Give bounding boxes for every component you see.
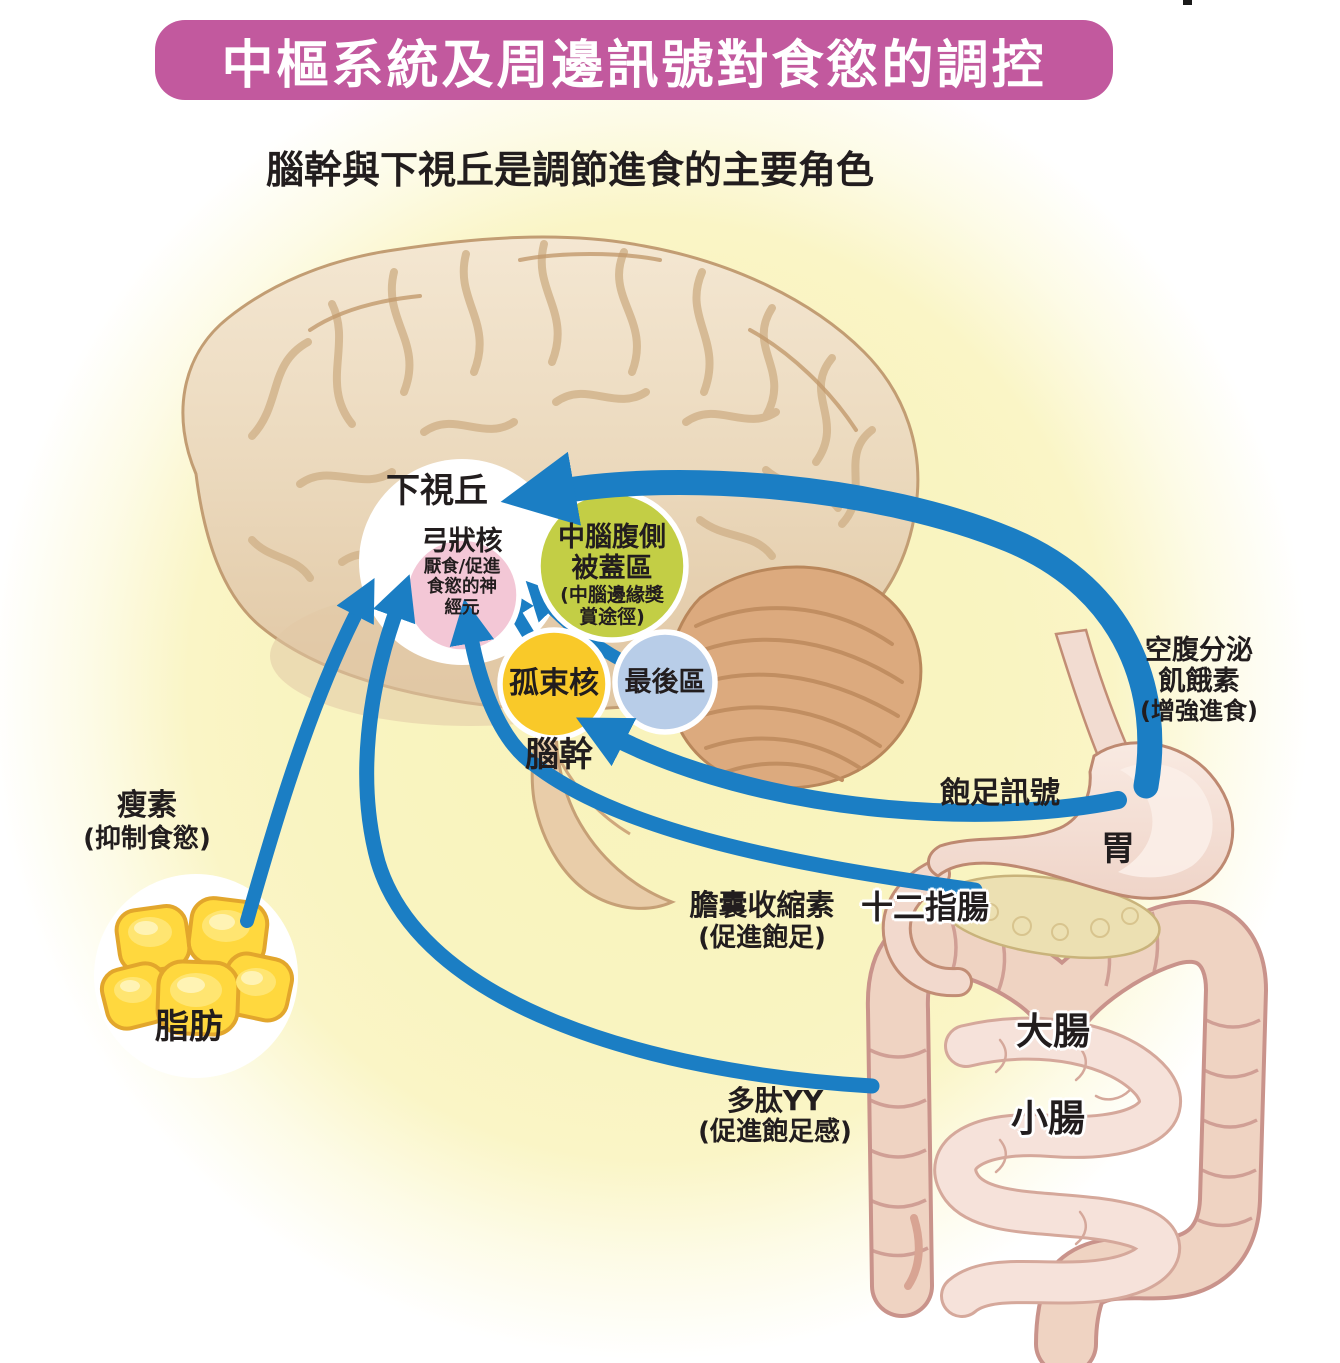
brain-sulci-accents xyxy=(308,252,858,432)
arrow-pyy-intestine-to-arcuate xyxy=(359,574,880,1094)
brainstem-illustration xyxy=(530,687,676,910)
area-postrema-circle xyxy=(612,629,718,735)
stomach-label: 胃 xyxy=(1101,829,1135,869)
leptin-label: 瘦素 (抑制食慾) xyxy=(83,788,211,854)
arrow-satiety-stomach-to-nts xyxy=(575,717,1127,822)
arrow-ghrelin-stomach-to-hypothalamus xyxy=(500,451,1163,799)
page-title: 中樞系統及周邊訊號對食慾的調控 xyxy=(221,35,1047,96)
small-intestine xyxy=(936,1019,1179,1315)
pancreas xyxy=(937,874,1161,960)
nts-circle xyxy=(497,627,611,741)
area-postrema-label: 最後區 xyxy=(624,667,706,698)
ghrelin-label: 空腹分泌 飢餓素 (增強進食) xyxy=(1140,635,1258,725)
fat-label: 脂肪 xyxy=(155,1007,223,1047)
title-banner: 中樞系統及周邊訊號對食慾的調控 xyxy=(155,20,1113,100)
vta-label: 中腦腹側 被蓋區 xyxy=(558,522,666,585)
arcuate-sublabel: 厭食/促進 食慾的神 經元 xyxy=(423,557,501,618)
pyy-label: 多肽YY (促進飽足感) xyxy=(698,1084,852,1148)
arrow-leptin-fat-to-arcuate xyxy=(240,578,375,928)
arcuate-label: 弓狀核 xyxy=(421,526,503,557)
hypothalamus-label: 下視丘 xyxy=(386,471,488,511)
fat-cell-vacuoles xyxy=(114,910,276,1007)
esophagus xyxy=(1054,628,1128,758)
cck-label: 膽囊收縮素 (促進飽足) xyxy=(689,888,835,953)
small-intestine-creases xyxy=(994,1038,1132,1246)
appendix xyxy=(904,1214,923,1290)
vta-sublabel: (中腦邊緣獎 賞途徑) xyxy=(560,584,664,629)
large-intestine-label: 大腸 xyxy=(1016,1010,1090,1053)
brainstem-label: 腦幹 xyxy=(525,735,593,775)
pancreas-lobules xyxy=(981,903,1139,941)
subtitle: 腦幹與下視丘是調節進食的主要角色 xyxy=(265,148,875,192)
page-corner-mark xyxy=(1183,0,1192,5)
stomach-highlight xyxy=(1118,763,1213,878)
duodenum-label: 十二指腸 xyxy=(860,888,990,926)
small-intestine-label: 小腸 xyxy=(1011,1097,1085,1140)
nts-label: 孤束核 xyxy=(509,666,599,701)
intestines-illustration xyxy=(865,899,1268,1363)
arrow-cck-duodenum-to-brain xyxy=(449,598,983,898)
duodenum xyxy=(884,862,970,995)
satiety-label: 飽足訊號 xyxy=(940,776,1060,811)
signal-arrows xyxy=(240,451,1163,1094)
